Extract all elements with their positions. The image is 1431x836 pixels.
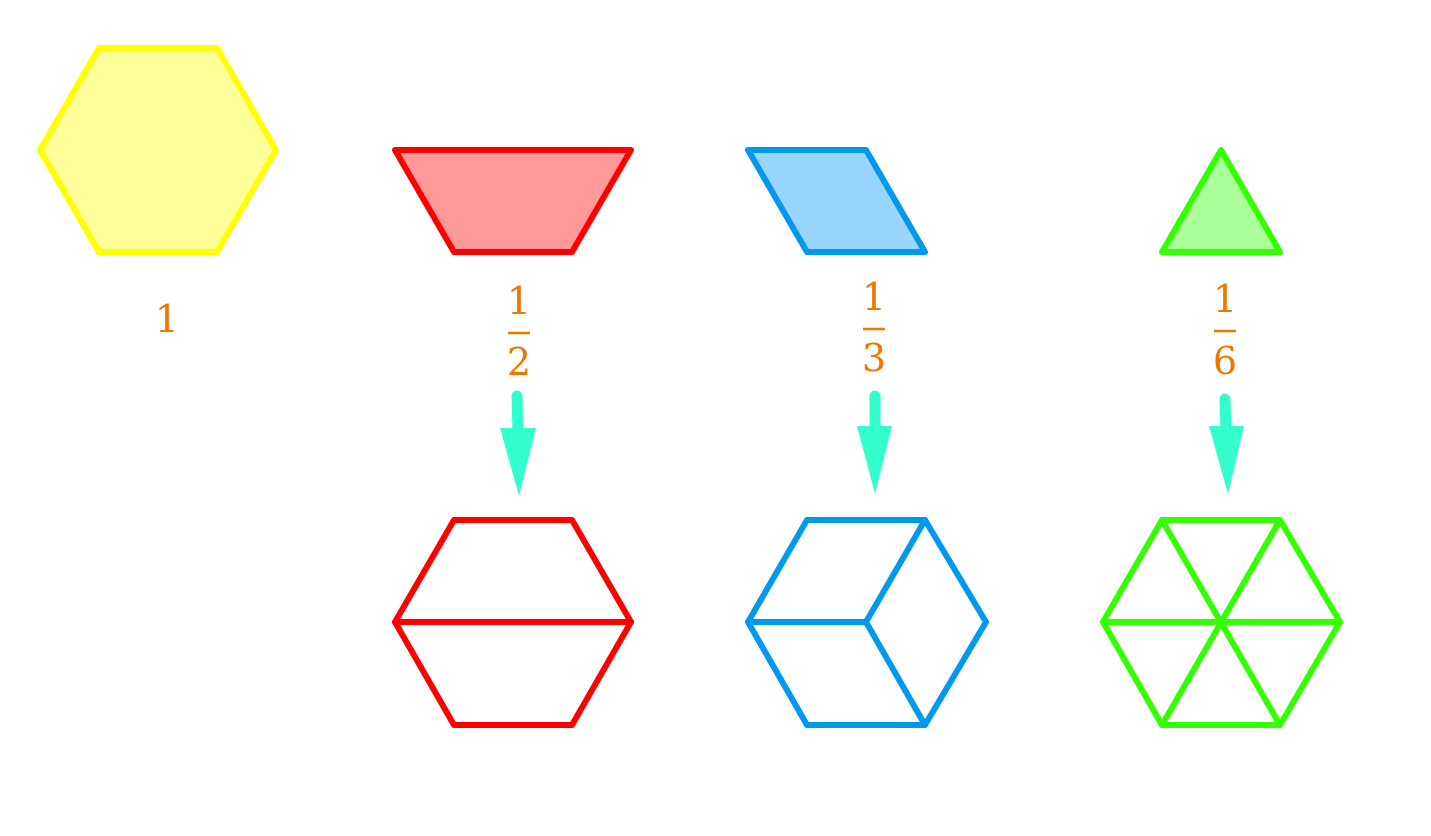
half-numerator: 1: [507, 279, 531, 323]
blue-hexagon-tiling: [745, 517, 989, 728]
half-denominator: 2: [507, 340, 531, 384]
yellow-hexagon-shape: [37, 45, 279, 255]
sixth-arrow: [1209, 393, 1244, 494]
green-triangle-shape: [1159, 147, 1283, 255]
sixth-numerator: 1: [1213, 277, 1237, 321]
sixth-denominator: 6: [1213, 339, 1237, 383]
third-numerator: 1: [862, 275, 886, 319]
sixth-fraction-label: 1 6: [1213, 277, 1237, 383]
red-trapezoid-shape: [392, 147, 634, 255]
half-fraction-label: 1 2: [507, 279, 531, 384]
half-arrow: [500, 390, 536, 496]
blue-rhombus-shape: [745, 147, 928, 255]
green-hexagon-tiling: [1100, 517, 1343, 728]
third-arrow: [857, 390, 892, 494]
third-fraction-label: 1 3: [862, 275, 886, 380]
red-hexagon-tiling: [392, 517, 634, 728]
third-denominator: 3: [862, 336, 886, 380]
whole-label: 1: [155, 297, 179, 341]
